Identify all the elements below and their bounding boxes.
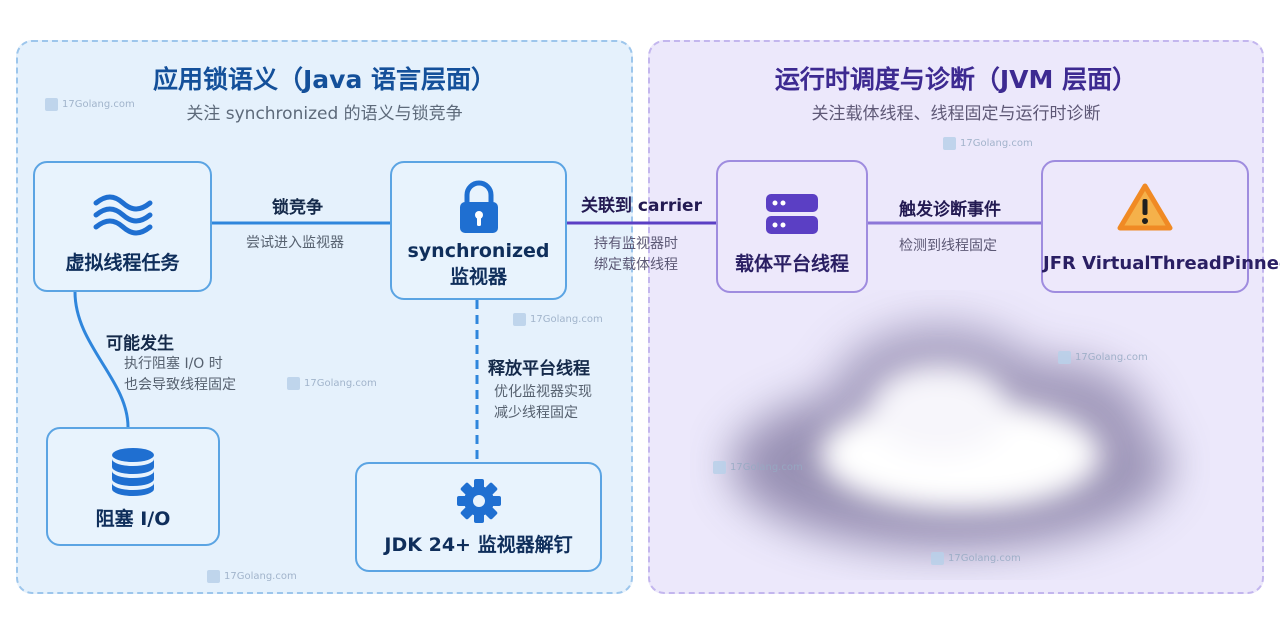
watermark: 17Golang.com bbox=[287, 377, 377, 390]
watermark-text: 17Golang.com bbox=[530, 314, 603, 325]
jdk24-unpin-label: JDK 24+ 监视器解钉 bbox=[384, 534, 573, 556]
right-panel-subtitle: 关注载体线程、线程固定与运行时诊断 bbox=[811, 104, 1101, 124]
edge-release-platform-label: 释放平台线程 bbox=[488, 359, 590, 379]
watermark-text: 17Golang.com bbox=[62, 99, 135, 110]
lock-icon bbox=[459, 180, 498, 233]
carrier-thread-node: 载体平台线程 bbox=[716, 160, 868, 293]
watermark: 17Golang.com bbox=[207, 570, 297, 583]
virtual-thread-task-label: 虚拟线程任务 bbox=[65, 252, 180, 274]
edge-trigger-diagnosis-desc: 检测到线程固定 bbox=[899, 238, 997, 254]
watermark-text: 17Golang.com bbox=[948, 553, 1021, 564]
edge-may-occur-desc-line2: 也会导致线程固定 bbox=[124, 377, 236, 393]
watermark: 17Golang.com bbox=[713, 461, 803, 474]
jfr-event-label: JFR VirtualThreadPinned bbox=[1043, 253, 1280, 274]
watermark-logo-icon bbox=[207, 570, 220, 583]
watermark: 17Golang.com bbox=[931, 552, 1021, 565]
edge-may-occur-line bbox=[73, 291, 130, 428]
blurred-cloud-overlay bbox=[730, 325, 1170, 550]
edge-release-platform-desc-line2: 减少线程固定 bbox=[494, 405, 578, 421]
waves-icon bbox=[93, 194, 152, 236]
watermark: 17Golang.com bbox=[513, 313, 603, 326]
edge-may-occur-label: 可能发生 bbox=[106, 334, 174, 354]
edge-release-platform-desc-line1: 优化监视器实现 bbox=[494, 384, 592, 400]
left-panel-subtitle: 关注 synchronized 的语义与锁竞争 bbox=[186, 104, 463, 124]
warning-icon bbox=[1117, 183, 1173, 231]
virtual-thread-task-node: 虚拟线程任务 bbox=[33, 161, 212, 292]
watermark-logo-icon bbox=[713, 461, 726, 474]
carrier-thread-label: 载体平台线程 bbox=[734, 253, 849, 275]
edge-lock-contention-desc: 尝试进入监视器 bbox=[246, 235, 344, 251]
edge-trigger-diagnosis-label: 触发诊断事件 bbox=[899, 200, 1001, 220]
watermark-logo-icon bbox=[513, 313, 526, 326]
edge-may-occur-desc-line1: 执行阻塞 I/O 时 bbox=[124, 356, 223, 372]
database-icon bbox=[112, 448, 154, 496]
sync-monitor-node: synchronized 监视器 bbox=[390, 161, 567, 300]
watermark: 17Golang.com bbox=[1058, 351, 1148, 364]
blocking-io-label: 阻塞 I/O bbox=[95, 508, 171, 530]
watermark: 17Golang.com bbox=[45, 98, 135, 111]
edge-link-carrier-label: 关联到 carrier bbox=[581, 196, 702, 216]
sync-monitor-label-line2: 监视器 bbox=[449, 266, 507, 288]
sync-monitor-label-line1: synchronized bbox=[407, 240, 550, 262]
watermark-text: 17Golang.com bbox=[224, 571, 297, 582]
left-panel-title: 应用锁语义（Java 语言层面） bbox=[152, 65, 497, 94]
watermark: 17Golang.com bbox=[943, 137, 1033, 150]
watermark-text: 17Golang.com bbox=[304, 378, 377, 389]
server-icon bbox=[766, 194, 818, 234]
watermark-text: 17Golang.com bbox=[1075, 352, 1148, 363]
watermark-logo-icon bbox=[931, 552, 944, 565]
right-panel-title: 运行时调度与诊断（JVM 层面） bbox=[774, 65, 1138, 94]
watermark-text: 17Golang.com bbox=[960, 138, 1033, 149]
gear-icon bbox=[456, 479, 501, 523]
watermark-logo-icon bbox=[1058, 351, 1071, 364]
watermark-logo-icon bbox=[45, 98, 58, 111]
edge-lock-contention-label: 锁竞争 bbox=[272, 198, 323, 218]
jfr-event-node: JFR VirtualThreadPinned bbox=[1041, 160, 1280, 293]
watermark-logo-icon bbox=[287, 377, 300, 390]
watermark-text: 17Golang.com bbox=[730, 462, 803, 473]
edge-link-carrier-desc-line2: 绑定载体线程 bbox=[594, 257, 678, 273]
blocking-io-node: 阻塞 I/O bbox=[46, 427, 220, 546]
edge-link-carrier-desc-line1: 持有监视器时 bbox=[594, 236, 678, 252]
jdk24-unpin-node: JDK 24+ 监视器解钉 bbox=[355, 462, 602, 572]
watermark-logo-icon bbox=[943, 137, 956, 150]
